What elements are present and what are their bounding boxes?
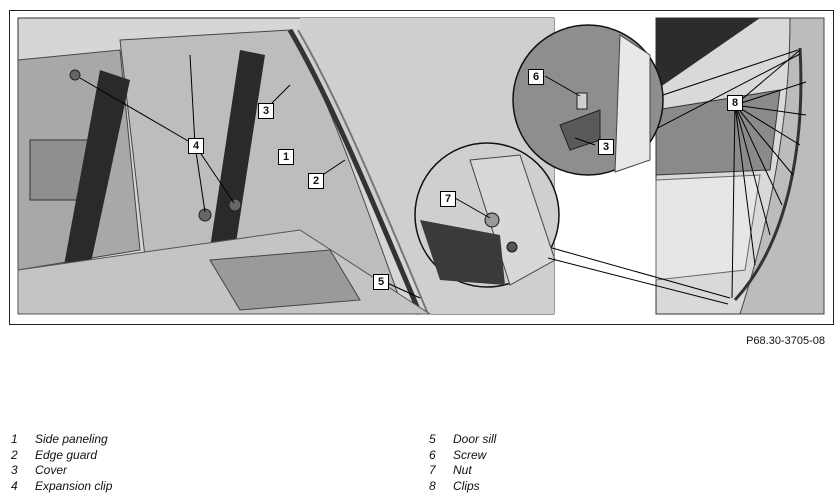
callout-5: 5 (373, 274, 389, 290)
callout-8: 8 (727, 95, 743, 111)
main-view (17, 17, 555, 315)
callout-1: 1 (278, 149, 294, 165)
callout-3-main: 3 (258, 103, 274, 119)
figure-reference: P68.30-3705-08 (746, 335, 825, 347)
callout-7: 7 (440, 191, 456, 207)
callout-6: 6 (528, 69, 544, 85)
callout-2: 2 (308, 173, 324, 189)
callout-4: 4 (188, 138, 204, 154)
detail-view-right (623, 17, 825, 315)
callout-3-detail: 3 (598, 139, 614, 155)
magnified-detail-nut (414, 142, 731, 305)
magnified-detail-screw (512, 24, 664, 176)
